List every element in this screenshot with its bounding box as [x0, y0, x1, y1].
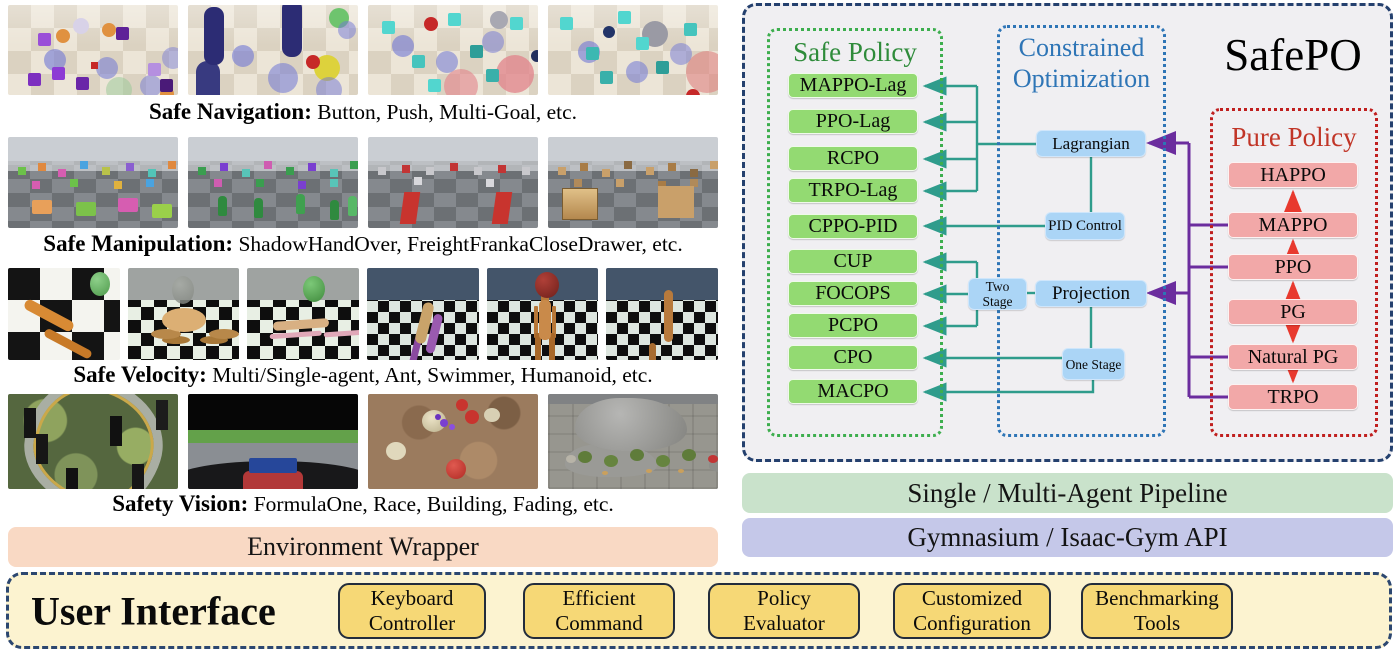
caption-examples: ShadowHandOver, FreightFrankaCloseDrawer…	[233, 232, 683, 256]
env-thumbnail	[247, 268, 360, 360]
env-thumbnail	[188, 394, 358, 489]
pure-policy-group	[1210, 108, 1378, 437]
algorithm-box-trpo-lag: TRPO-Lag	[788, 178, 918, 203]
env-thumbnail	[548, 5, 718, 95]
keyboard-controller-button: Keyboard Controller	[338, 583, 486, 639]
env-thumbnail	[368, 394, 538, 489]
policy-evaluator-button: Policy Evaluator	[708, 583, 860, 639]
env-thumbnail	[606, 268, 719, 360]
diagram-title: SafePO	[1224, 30, 1362, 80]
safepo-diagram-panel: SafePO Safe Policy Constrained Optimizat…	[742, 3, 1393, 462]
env-thumbnail	[127, 268, 240, 360]
constrained-optimization-title: Constrained Optimization	[1012, 33, 1151, 93]
caption-label: Safety Vision:	[112, 491, 249, 516]
algorithm-box-ppo: PPO	[1228, 254, 1358, 280]
pure-policy-title: Pure Policy	[1231, 122, 1357, 152]
algorithm-box-mappo-lag: MAPPO-Lag	[788, 73, 918, 98]
safe-manipulation-thumbnails	[8, 137, 718, 228]
method-box-one-stage: One Stage	[1062, 348, 1125, 380]
env-thumbnail	[486, 268, 599, 360]
caption-label: Safe Navigation:	[148, 99, 312, 124]
algorithm-box-pcpo: PCPO	[788, 313, 918, 338]
algorithm-box-cppo-pid: CPPO-PID	[788, 214, 918, 239]
algorithm-box-happo: HAPPO	[1228, 162, 1358, 188]
env-thumbnail	[368, 5, 538, 95]
env-thumbnail	[368, 137, 538, 228]
algorithm-box-trpo: TRPO	[1228, 384, 1358, 410]
algorithm-box-natural-pg: Natural PG	[1228, 344, 1358, 370]
caption-examples: FormulaOne, Race, Building, Fading, etc.	[248, 492, 614, 516]
algorithm-box-macpo: MACPO	[788, 379, 918, 404]
env-thumbnail	[8, 394, 178, 489]
env-thumbnail	[8, 5, 178, 95]
method-box-lagrangian: Lagrangian	[1036, 130, 1146, 157]
safe-manipulation-caption: Safe Manipulation: ShadowHandOver, Freig…	[8, 231, 718, 257]
connector-lines	[922, 76, 1303, 402]
algorithm-box-rcpo: RCPO	[788, 146, 918, 171]
env-thumbnail	[548, 394, 718, 489]
env-thumbnail	[188, 5, 358, 95]
algorithm-box-ppo-lag: PPO-Lag	[788, 109, 918, 134]
constrained-optimization-group	[997, 25, 1166, 437]
caption-examples: Multi/Single-agent, Ant, Swimmer, Humano…	[206, 363, 653, 387]
caption-label: Safe Manipulation:	[43, 231, 234, 256]
pipeline-bar: Single / Multi-Agent Pipeline	[742, 473, 1393, 513]
efficient-command-button: Efficient Command	[523, 583, 675, 639]
caption-label: Safe Velocity:	[73, 362, 207, 387]
env-thumbnail	[8, 268, 120, 360]
algorithm-box-cpo: CPO	[788, 345, 918, 370]
safe-navigation-thumbnails	[8, 5, 718, 95]
safe-velocity-caption: Safe Velocity: Multi/Single-agent, Ant, …	[8, 362, 718, 388]
safe-policy-title: Safe Policy	[793, 37, 917, 67]
environment-wrapper-bar: Environment Wrapper	[8, 527, 718, 567]
benchmarking-tools-button: Benchmarking Tools	[1081, 583, 1233, 639]
safety-vision-caption: Safety Vision: FormulaOne, Race, Buildin…	[8, 491, 718, 517]
method-box-pid-control: PID Control	[1045, 212, 1125, 240]
env-thumbnail	[188, 137, 358, 228]
algorithm-box-pg: PG	[1228, 299, 1358, 325]
caption-examples: Button, Push, Multi-Goal, etc.	[311, 100, 578, 124]
env-thumbnail	[367, 268, 479, 360]
user-interface-title: User Interface	[31, 588, 276, 633]
safe-navigation-caption: Safe Navigation: Button, Push, Multi-Goa…	[8, 99, 718, 125]
safe-velocity-thumbnails	[8, 268, 719, 360]
customized-configuration-button: Customized Configuration	[893, 583, 1051, 639]
safety-vision-thumbnails	[8, 394, 718, 489]
algorithm-box-cup: CUP	[788, 249, 918, 274]
env-thumbnail	[8, 137, 178, 228]
api-bar: Gymnasium / Isaac-Gym API	[742, 518, 1393, 557]
user-interface-panel: User Interface Keyboard Controller Effic…	[6, 572, 1392, 649]
algorithm-box-focops: FOCOPS	[788, 281, 918, 306]
method-box-two-stage: Two Stage	[968, 278, 1027, 310]
method-box-projection: Projection	[1035, 280, 1147, 307]
algorithm-box-mappo: MAPPO	[1228, 212, 1358, 238]
safe-policy-group	[767, 28, 943, 437]
env-thumbnail	[548, 137, 718, 228]
